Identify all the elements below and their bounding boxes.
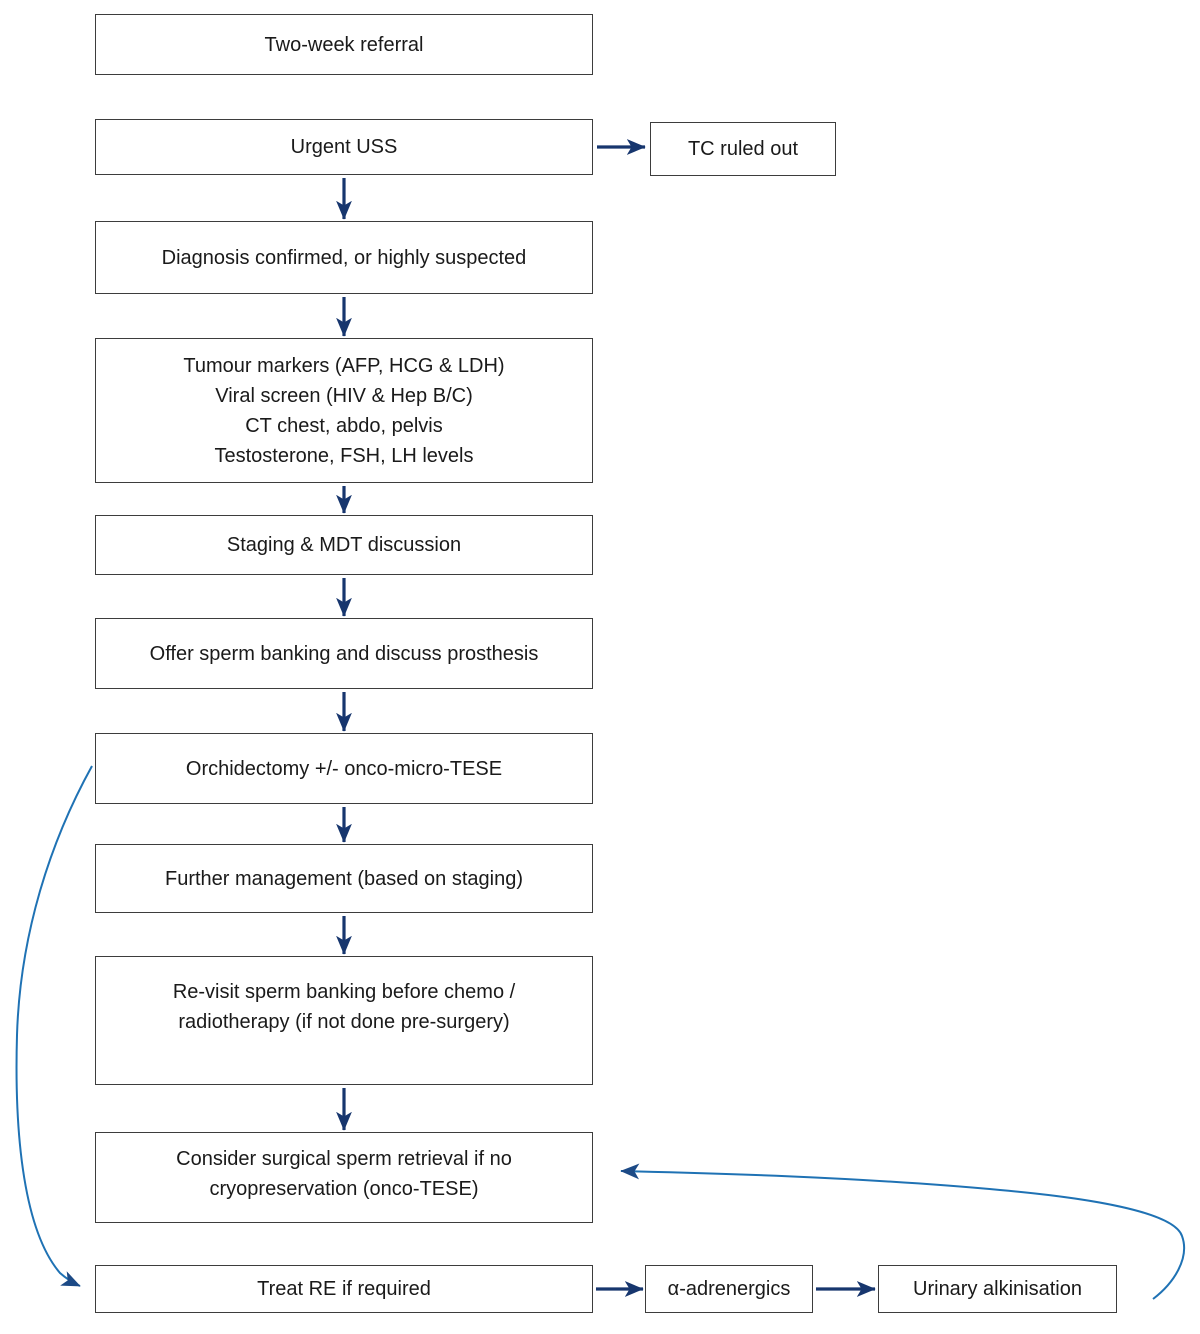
flow-box-orchidectomy: Orchidectomy +/- onco-micro-TESE [95, 733, 593, 804]
flow-box-line: cryopreservation (onco-TESE) [209, 1178, 479, 1200]
flow-box-diagnosis: Diagnosis confirmed, or highly suspected [95, 221, 593, 294]
flow-box-workup: Tumour markers (AFP, HCG & LDH) Viral sc… [95, 338, 593, 483]
curve-arrow-orchidectomy-to-treat-re [15, 765, 93, 1287]
flow-box-further-management: Further management (based on staging) [95, 844, 593, 913]
flow-box-text: Re-visit sperm banking before chemo / ra… [173, 977, 515, 1037]
flow-box-tc-ruled-out: TC ruled out [650, 122, 836, 176]
flow-box-label: Staging & MDT discussion [226, 534, 462, 556]
flow-box-label: Diagnosis confirmed, or highly suspected [161, 246, 527, 269]
flow-box-label: Two-week referral [264, 33, 424, 56]
flow-box-label: α-adrenergics [667, 1278, 791, 1300]
flow-box-line: Re-visit sperm banking before chemo / [172, 981, 516, 1003]
flow-box-label: Urgent USS [290, 136, 398, 158]
flow-box-line: Viral screen (HIV & Hep B/C) [215, 384, 473, 407]
flow-box-label: Urinary alkinisation [913, 1278, 1082, 1300]
flow-box-line: Consider surgical sperm retrieval if no [176, 1148, 512, 1170]
flow-box-text: Consider surgical sperm retrieval if no … [176, 1144, 512, 1204]
flow-box-revisit-sperm-banking: Re-visit sperm banking before chemo / ra… [95, 956, 593, 1085]
flow-box-text: Tumour markers (AFP, HCG & LDH) Viral sc… [183, 351, 504, 471]
flow-box-label: Offer sperm banking and discuss prosthes… [149, 642, 539, 665]
flow-box-two-week-referral: Two-week referral [95, 14, 593, 75]
flow-box-urgent-uss: Urgent USS [95, 119, 593, 175]
flow-box-line: radiotherapy (if not done pre-surgery) [178, 1011, 510, 1033]
flow-box-line: Tumour markers (AFP, HCG & LDH) [183, 354, 505, 377]
flow-box-staging-mdt: Staging & MDT discussion [95, 515, 593, 575]
flow-box-surgical-sperm-retrieval: Consider surgical sperm retrieval if no … [95, 1132, 593, 1223]
flow-box-alpha-adrenergics: α-adrenergics [645, 1265, 813, 1313]
flow-box-label: Treat RE if required [257, 1278, 431, 1300]
flow-box-offer-sperm-banking: Offer sperm banking and discuss prosthes… [95, 618, 593, 689]
flow-box-treat-re: Treat RE if required [95, 1265, 593, 1313]
flow-box-urinary-alkinisation: Urinary alkinisation [878, 1265, 1117, 1313]
flow-box-label: Orchidectomy +/- onco-micro-TESE [185, 757, 503, 780]
flow-box-label: Further management (based on staging) [165, 867, 523, 890]
flow-box-label: TC ruled out [687, 138, 799, 160]
flow-box-line: Testosterone, FSH, LH levels [214, 444, 474, 467]
flow-box-line: CT chest, abdo, pelvis [245, 414, 443, 437]
